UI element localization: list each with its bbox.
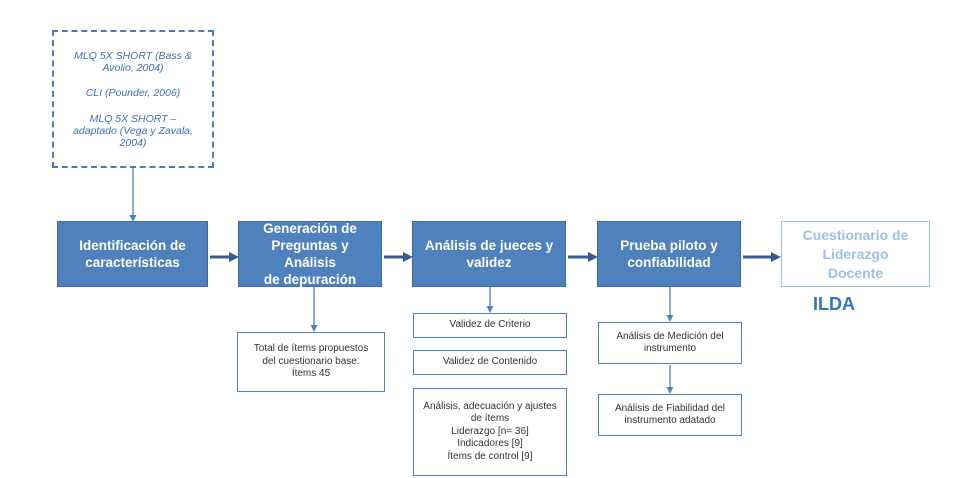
sources-box: MLQ 5X SHORT (Bass & Avolio, 2004) CLI (… [52,30,214,168]
note-fiabilidad-instrumento: Análisis de Fiabilidad del instrumento a… [598,394,742,436]
source-mlq-vega: MLQ 5X SHORT – adaptado (Vega y Zavala, … [73,112,193,149]
stage-prueba-piloto: Prueba piloto y confiabilidad [597,221,741,287]
stage-identificacion: Identificación de características [57,221,208,287]
stage-generacion: Generación de Preguntas y Análisis de de… [238,221,382,287]
note-ajustes-items: Análisis, adecuación y ajustes de ítems … [413,388,567,476]
final-cuestionario-box: Cuestionario de Liderazgo Docente [781,221,930,287]
note-total-items: Total de ítems propuestos del cuestionar… [237,332,385,392]
source-mlq-bass: MLQ 5X SHORT (Bass & Avolio, 2004) [74,49,192,74]
note-validez-contenido: Validez de Contenido [413,350,567,375]
note-validez-criterio: Validez de Criterio [413,313,567,338]
stage-analisis-jueces: Análisis de jueces y validez [412,221,566,287]
ilda-acronym: ILDA [813,294,855,314]
source-cli-pounder: CLI (Pounder, 2006) [85,87,181,99]
note-medicion-instrumento: Análisis de Medición del instrumento [598,322,742,364]
